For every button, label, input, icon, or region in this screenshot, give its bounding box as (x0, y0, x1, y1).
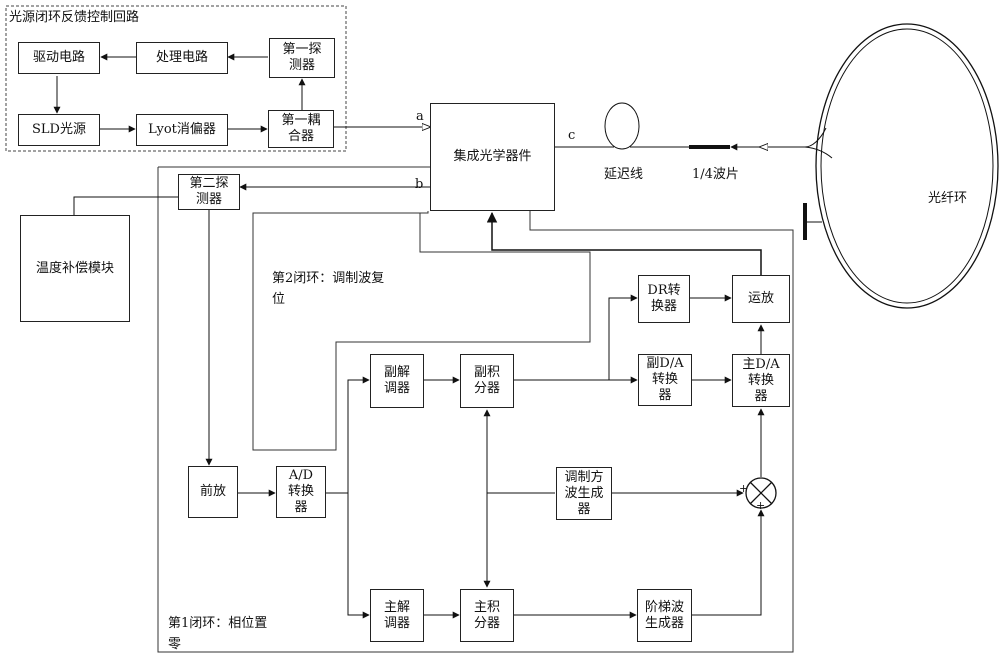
port-b-label: b (415, 177, 424, 192)
detector2-block: 第二探 测器 (178, 174, 240, 210)
integrated-optics-block: 集成光学器件 (430, 103, 555, 211)
step-wave-generator-block: 阶梯波 生成器 (637, 589, 692, 642)
temperature-compensation-block: 温度补偿模块 (20, 215, 130, 322)
loop1-label: 第1闭环：相位置 零 (168, 616, 268, 652)
delay-line-coil (604, 102, 640, 150)
sld-source-block: SLD光源 (18, 114, 100, 146)
adder-plus-left: + (739, 482, 749, 495)
sub-demodulator-block: 副解 调器 (370, 354, 424, 408)
fiber-ring-outer (815, 23, 999, 309)
delay-line-label: 延迟线 (604, 167, 644, 182)
light-source-loop-title: 光源闭环反馈控制回路 (9, 10, 140, 25)
modulation-generator-block: 调制方 波生成 器 (556, 467, 612, 520)
fiber-ring-label: 光纤环 (928, 191, 968, 206)
dr-converter-block: DR转 换器 (638, 275, 690, 323)
drive-circuit-block: 驱动电路 (18, 42, 100, 74)
adder-plus-bottom: + (756, 499, 766, 512)
adc-block: A/D 转换 器 (276, 466, 326, 518)
light-source-loop-frame (5, 5, 347, 152)
loop1-frame-main (157, 167, 794, 653)
processing-circuit-block: 处理电路 (136, 42, 228, 74)
main-demodulator-block: 主解 调器 (370, 589, 424, 642)
preamp-block: 前放 (188, 466, 238, 518)
sub-integrator-block: 副积 分器 (460, 354, 514, 408)
opamp-block: 运放 (732, 275, 790, 323)
port-a-label: a (416, 109, 424, 124)
loop2-frame (252, 211, 591, 451)
coupler1-block: 第一耦 合器 (268, 110, 334, 148)
main-integrator-block: 主积 分器 (460, 589, 514, 642)
detector1-block: 第一探 测器 (269, 38, 335, 78)
quarter-wave-label: 1/4波片 (692, 167, 739, 182)
fiber-ring-inner (820, 28, 994, 304)
lyot-depolarizer-block: Lyot消偏器 (136, 114, 228, 146)
loop2-label: 第2闭环：调制波复 位 (272, 271, 385, 307)
main-da-converter-block: 主D/A 转换 器 (732, 354, 790, 407)
port-c-label: c (568, 128, 576, 143)
sub-da-converter-block: 副D/A 转换 器 (638, 354, 692, 406)
